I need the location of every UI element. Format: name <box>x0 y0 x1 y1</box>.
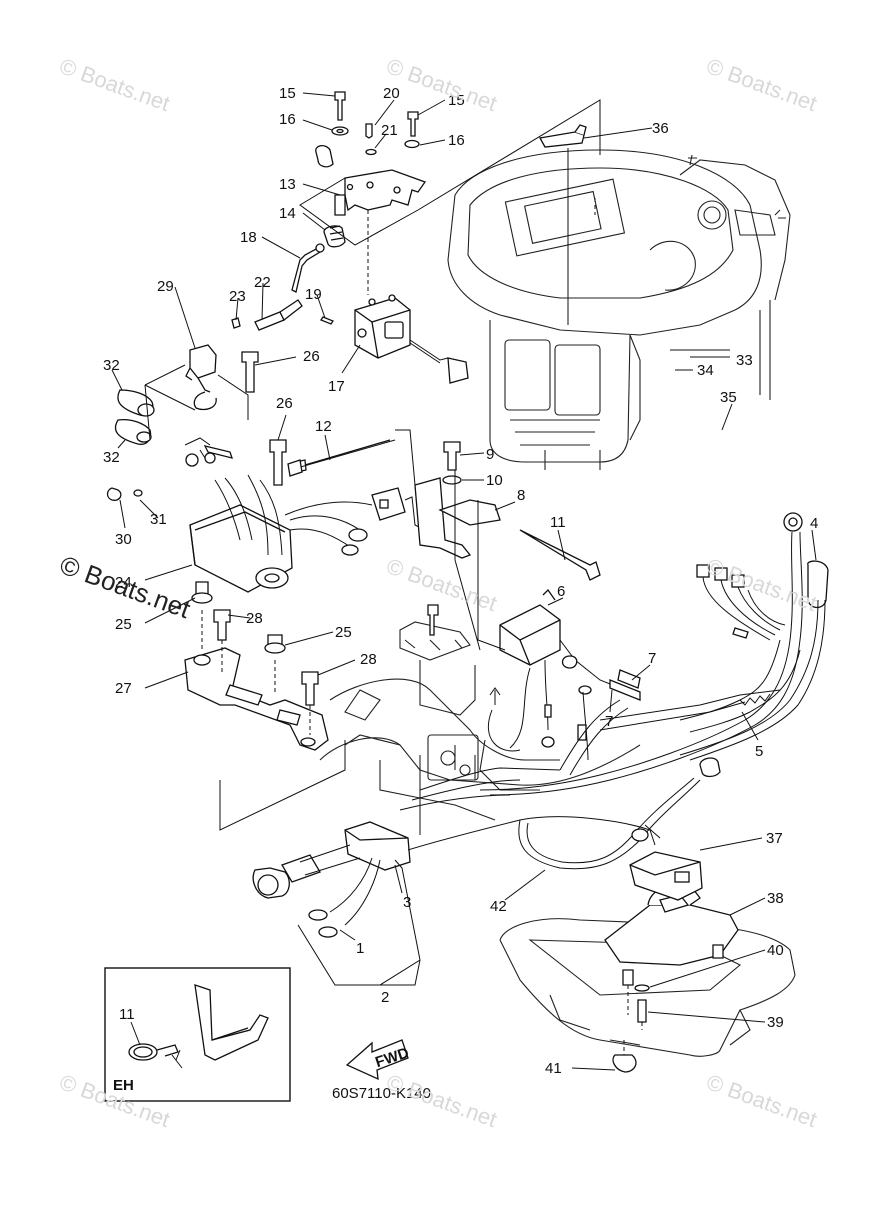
callout: 15 <box>448 92 465 109</box>
callout: 37 <box>766 830 783 847</box>
fwd-label: FWD <box>373 1044 411 1071</box>
bottom-cowling-base <box>319 621 641 821</box>
callout: 21 <box>381 122 398 139</box>
sensor-switch-assembly <box>114 344 249 445</box>
grommet-cable-assembly <box>252 755 721 986</box>
callout: 28 <box>246 610 263 627</box>
callout: 14 <box>279 205 296 222</box>
callout: 18 <box>240 229 257 246</box>
callout: 40 <box>767 942 784 959</box>
callout: 28 <box>360 651 377 668</box>
callout: 42 <box>490 898 507 915</box>
callout: 17 <box>328 378 345 395</box>
engine-block <box>447 149 791 470</box>
callout: 30 <box>115 531 132 548</box>
callout: 25 <box>115 616 132 633</box>
callout: 38 <box>767 890 784 907</box>
watermark: © Boats.net <box>56 549 195 624</box>
mounting-plate <box>184 581 346 831</box>
callout: 3 <box>403 894 411 911</box>
callout: 33 <box>736 352 753 369</box>
rectifier-assembly <box>106 351 446 593</box>
callout: 19 <box>305 286 322 303</box>
callout: 31 <box>150 511 167 528</box>
callout: 4 <box>810 515 818 532</box>
watermark: © Boats.net <box>703 53 820 116</box>
callout: 10 <box>486 472 503 489</box>
callout: 8 <box>517 487 525 504</box>
watermark: © Boats.net <box>383 53 500 116</box>
callout: 26 <box>303 348 320 365</box>
callout: 35 <box>720 389 737 406</box>
diagram-code: 60S7110-K140 <box>332 1085 431 1102</box>
watermark: © Boats.net <box>703 1069 820 1132</box>
callout: 36 <box>652 120 669 137</box>
callout: 29 <box>157 278 174 295</box>
callout: 12 <box>315 418 332 435</box>
callout: 11 <box>119 1006 135 1023</box>
plate-switch-assembly <box>499 851 796 1073</box>
callout: 13 <box>279 176 296 193</box>
callout: 16 <box>448 132 465 149</box>
throttle-bracket-assembly <box>231 91 601 384</box>
callout: 27 <box>115 680 132 697</box>
callout: 23 <box>229 288 246 305</box>
callout: 32 <box>103 449 120 466</box>
callout: 7 <box>648 650 656 667</box>
watermark: © Boats.net <box>56 53 173 116</box>
callout: 1 <box>356 940 364 957</box>
wire-harness <box>287 439 829 811</box>
callout: 41 <box>545 1060 562 1077</box>
callout: 34 <box>697 362 714 379</box>
callout: 39 <box>767 1014 784 1031</box>
inset-label: EH <box>113 1077 134 1094</box>
callout: 9 <box>486 446 494 463</box>
watermark: © Boats.net <box>383 553 500 616</box>
relay-assembly <box>414 441 641 761</box>
callout: 25 <box>335 624 352 641</box>
callout-labels: 15 20 15 16 21 16 36 13 14 18 22 23 19 2… <box>103 85 818 1077</box>
callout: 32 <box>103 357 120 374</box>
callout: 5 <box>755 743 763 760</box>
callout: 22 <box>254 274 271 291</box>
callout: 20 <box>383 85 400 102</box>
callout: 24 <box>115 574 132 591</box>
callout: 11 <box>550 514 566 531</box>
callout: 16 <box>279 111 296 128</box>
callout: 26 <box>276 395 293 412</box>
callout: 7 <box>605 713 613 730</box>
leader-lines <box>111 92 817 1071</box>
callout: 2 <box>381 989 389 1006</box>
callout: 6 <box>557 583 565 600</box>
callout: 15 <box>279 85 296 102</box>
